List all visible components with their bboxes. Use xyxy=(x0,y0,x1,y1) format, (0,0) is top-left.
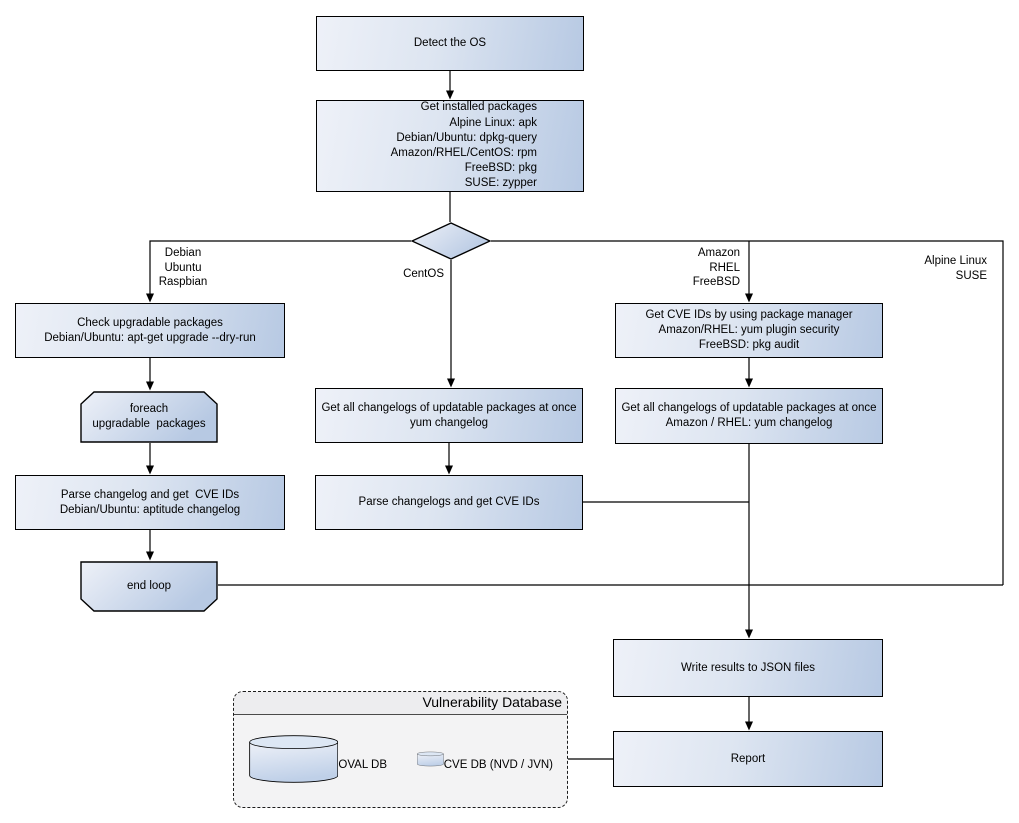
node-get-changelogs-centos: Get all changelogs of updatable packages… xyxy=(315,388,583,443)
node-detect-os-label: Detect the OS xyxy=(413,37,487,49)
node-end-loop-label: end loop xyxy=(126,580,172,592)
node-parse-changelog-debian-label: Parse changelog and get CVE IDs Debian/U… xyxy=(59,488,241,516)
node-get-installed-packages: Get installed packages Alpine Linux: apk… xyxy=(316,100,584,192)
node-get-installed-packages-label: Get installed packages Alpine Linux: apk… xyxy=(390,101,537,190)
node-check-upgradable-packages-label: Check upgradable packages Debian/Ubuntu:… xyxy=(44,316,256,344)
node-get-changelogs-centos-label: Get all changelogs of updatable packages… xyxy=(321,401,577,429)
branch-label-amazon: Amazon RHEL FreeBSD xyxy=(692,247,740,288)
vulnerability-database-title: Vulnerability Database xyxy=(234,692,567,715)
oval-db-cylinder: OVAL DB xyxy=(249,722,387,796)
node-get-cve-ids-package-manager: Get CVE IDs by using package manager Ama… xyxy=(615,303,883,358)
database-cylinder-icon xyxy=(249,735,339,783)
node-get-changelogs-amazon-label: Get all changelogs of updatable packages… xyxy=(621,402,877,429)
node-parse-changelogs-centos: Parse changelogs and get CVE IDs xyxy=(315,475,583,530)
node-parse-changelogs-centos-label: Parse changelogs and get CVE IDs xyxy=(358,496,540,508)
database-cylinder-icon xyxy=(417,751,444,767)
branch-label-alpine: Alpine Linux SUSE xyxy=(924,255,987,282)
os-decision-diamond xyxy=(411,222,491,260)
diamond-shape-icon xyxy=(411,222,491,260)
node-parse-changelog-debian: Parse changelog and get CVE IDs Debian/U… xyxy=(15,475,285,530)
edge-diamond-right-far xyxy=(491,240,1004,585)
node-get-cve-ids-package-manager-label: Get CVE IDs by using package manager Ama… xyxy=(645,309,853,351)
node-foreach-loop-label: foreach upgradable packages xyxy=(92,403,206,430)
node-check-upgradable-packages: Check upgradable packages Debian/Ubuntu:… xyxy=(15,303,285,358)
branch-label-centos: CentOS xyxy=(403,268,444,280)
branch-label-debian: Debian Ubuntu Raspbian xyxy=(158,247,208,288)
cve-db-label: CVE DB (NVD / JVN) xyxy=(443,759,553,771)
node-foreach-loop: foreach upgradable packages xyxy=(80,391,218,443)
loop-start-shape-icon xyxy=(80,391,218,443)
node-detect-os: Detect the OS xyxy=(316,16,584,71)
node-write-results-json-label: Write results to JSON files xyxy=(681,661,815,674)
node-get-changelogs-amazon: Get all changelogs of updatable packages… xyxy=(615,388,883,444)
node-end-loop: end loop xyxy=(80,561,218,612)
edge-diamond-left-debian xyxy=(146,240,411,303)
node-write-results-json: Write results to JSON files xyxy=(613,639,883,697)
loop-end-shape-icon xyxy=(80,561,218,612)
oval-db-label: OVAL DB xyxy=(338,759,387,771)
node-report-label: Report xyxy=(730,752,766,765)
node-report: Report xyxy=(613,731,883,787)
cve-db-cylinder: CVE DB (NVD / JVN) xyxy=(417,722,553,796)
